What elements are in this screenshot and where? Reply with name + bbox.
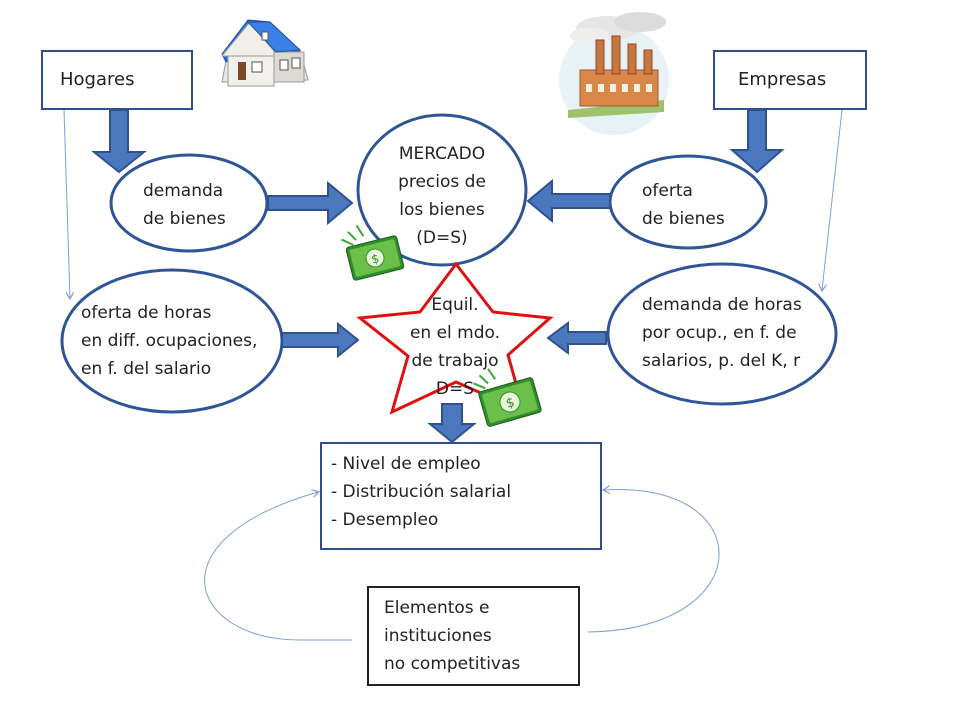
equilibrio-label: Equil. en el mdo. de trabajo D=S	[409, 295, 501, 399]
left-feedback-curve	[204, 492, 352, 641]
empresas-label: Empresas	[738, 69, 827, 90]
money-icon: $	[341, 224, 405, 281]
oferta-to-mercado-arrow	[526, 178, 611, 224]
oferta-horas-label: oferta de horas en diff. ocupaciones, en…	[81, 303, 258, 379]
star-to-results-arrow	[427, 403, 477, 444]
right-feedback-curve	[587, 490, 720, 633]
hogares-label: Hogares	[60, 69, 135, 90]
money-icon: $	[473, 368, 542, 427]
hogares-box	[41, 50, 193, 110]
demanda-to-mercado-arrow	[267, 180, 354, 226]
empresas-thin-line	[822, 109, 843, 290]
equilibrio-star	[356, 261, 554, 415]
demanda-bienes-label: demanda de bienes	[143, 181, 226, 229]
empresas-box	[713, 50, 867, 110]
oferta-bienes-label: oferta de bienes	[642, 181, 725, 229]
money-symbol: $	[370, 251, 381, 266]
demanda-horas-to-star-arrow	[546, 321, 607, 355]
empresas-down-arrow	[729, 109, 785, 174]
hogares-thin-line	[63, 109, 70, 298]
elementos-label: Elementos e instituciones no competitiva…	[384, 598, 521, 674]
elementos-box	[367, 586, 580, 686]
resultados-box	[320, 442, 602, 550]
house-icon	[220, 19, 309, 87]
mercado-ellipse	[356, 113, 528, 267]
demanda-horas-ellipse	[606, 262, 838, 406]
mercado-label: MERCADO precios de los bienes (D=S)	[398, 144, 486, 248]
resultados-label: - Nivel de empleo - Distribución salaria…	[331, 454, 512, 530]
factory-icon	[559, 12, 669, 135]
oferta-horas-to-star-arrow	[281, 321, 360, 359]
hogares-down-arrow	[91, 109, 147, 174]
money-symbol: $	[504, 395, 516, 412]
demanda-horas-label: demanda de horas por ocup., en f. de sal…	[642, 295, 802, 371]
